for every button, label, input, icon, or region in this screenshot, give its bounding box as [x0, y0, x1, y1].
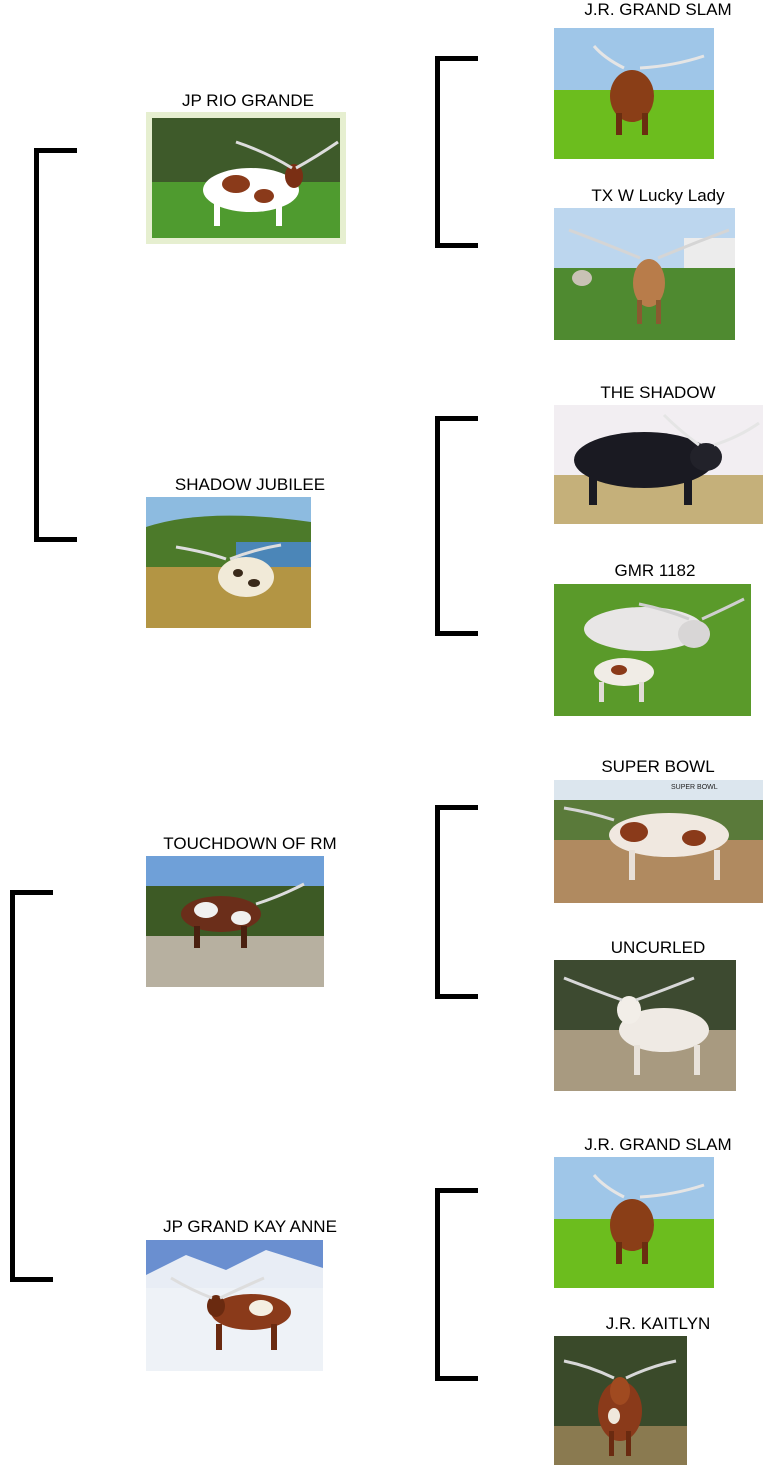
super-bowl-watermark: SUPER BOWL: [671, 784, 718, 791]
photo-jr-kaitlyn: [554, 1336, 687, 1465]
name-jr-grand-slam-bottom: J.R. GRAND SLAM: [584, 1135, 732, 1154]
photo-jr-grand-slam-bottom: [554, 1157, 714, 1288]
bracket-rio-grande-parents: [435, 56, 478, 248]
name-tx-w-lucky-lady: TX W Lucky Lady: [591, 186, 725, 205]
photo-tx-w-lucky-lady: [554, 208, 735, 340]
photo-jp-grand-kay-anne: [146, 1240, 323, 1371]
name-the-shadow: THE SHADOW: [600, 383, 716, 402]
name-uncurled: UNCURLED: [610, 938, 706, 957]
name-shadow-jubilee: SHADOW JUBILEE: [174, 475, 326, 494]
bracket-shadow-jubilee-parents: [435, 416, 478, 636]
name-jp-rio-grande: JP RIO GRANDE: [182, 91, 314, 110]
name-touchdown-of-rm: TOUCHDOWN OF RM: [163, 834, 337, 853]
photo-super-bowl: SUPER BOWL: [554, 780, 763, 903]
bracket-bottom-parents: [10, 890, 53, 1282]
photo-the-shadow: [554, 405, 763, 524]
name-jp-grand-kay-anne: JP GRAND KAY ANNE: [163, 1217, 337, 1236]
bracket-touchdown-parents: [435, 805, 478, 999]
name-jr-kaitlyn: J.R. KAITLYN: [605, 1314, 711, 1333]
photo-touchdown-of-rm: [146, 856, 324, 987]
bracket-top-parents: [34, 148, 77, 542]
name-gmr-1182: GMR 1182: [614, 561, 696, 580]
photo-shadow-jubilee: [146, 497, 311, 628]
photo-gmr-1182: [554, 584, 751, 716]
photo-uncurled: [554, 960, 736, 1091]
photo-jp-rio-grande: [146, 112, 346, 244]
photo-jr-grand-slam-top: [554, 28, 714, 159]
bracket-kay-anne-parents: [435, 1188, 478, 1381]
name-jr-grand-slam-top: J.R. GRAND SLAM: [584, 0, 732, 19]
name-super-bowl: SUPER BOWL: [601, 757, 715, 776]
